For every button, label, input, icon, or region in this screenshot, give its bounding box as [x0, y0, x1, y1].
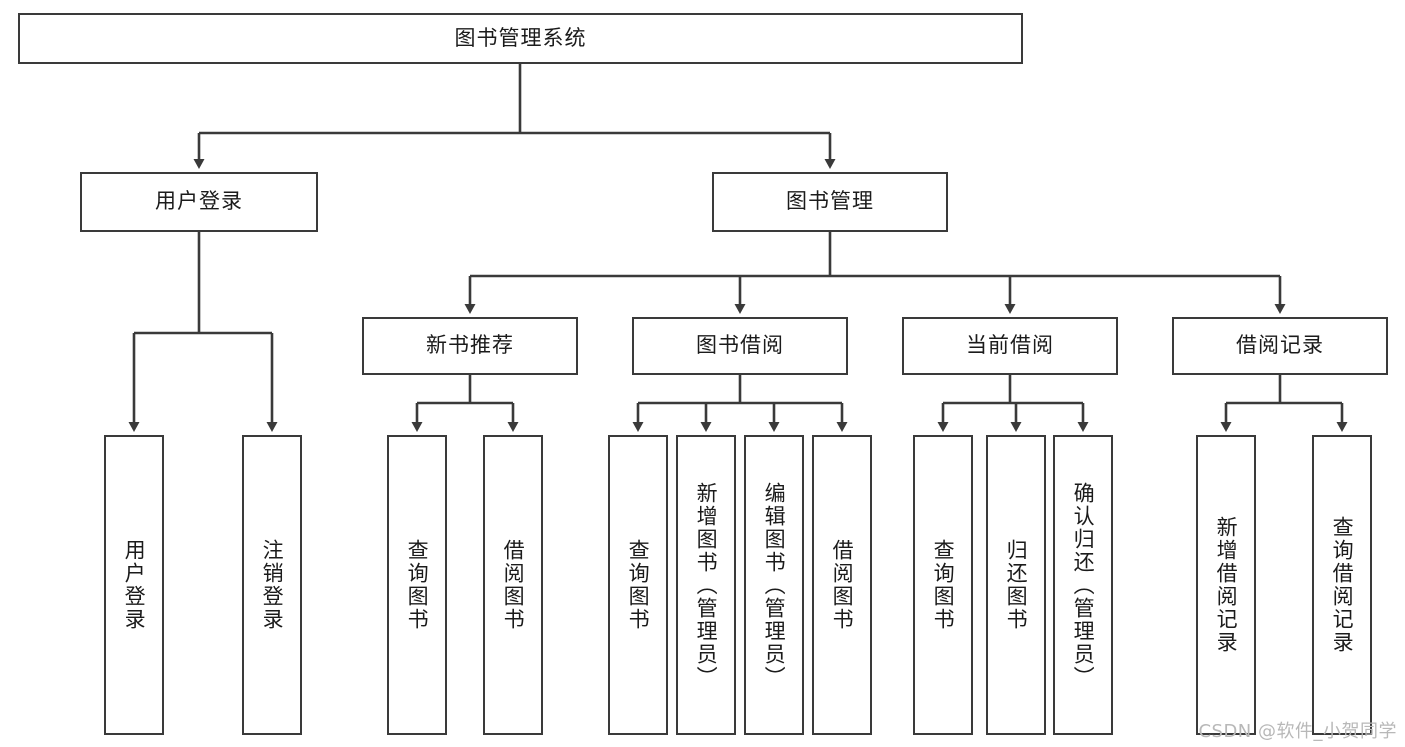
- leaf-return-book[interactable]: 归还图书: [986, 435, 1046, 735]
- connector-newbook-to-leaves: [411, 375, 519, 432]
- leaf-query-borrow-record[interactable]: 查询借阅记录: [1312, 435, 1372, 735]
- leaf-query-book-borrow[interactable]: 查询图书: [608, 435, 668, 735]
- node-book-management[interactable]: 图书管理: [712, 172, 948, 232]
- node-current-borrow[interactable]: 当前借阅: [902, 317, 1118, 375]
- connector-userlogin-to-leaves: [128, 232, 278, 432]
- watermark: CSDN @软件_小贺同学: [1198, 721, 1397, 742]
- node-new-book-recommend-label: 新书推荐: [426, 333, 514, 358]
- connector-root-to-level2: [193, 64, 836, 169]
- connector-records-to-leaves: [1220, 375, 1348, 432]
- node-root-label: 图书管理系统: [454, 25, 587, 50]
- leaf-query-book-current-label: 查询图书: [931, 539, 956, 631]
- leaf-user-login-label: 用户登录: [122, 539, 147, 631]
- leaf-query-book-newbook-label: 查询图书: [405, 539, 430, 631]
- leaf-edit-book-admin[interactable]: 编辑图书（管理员）: [744, 435, 804, 735]
- leaf-confirm-return-admin-label: 确认归还（管理员）: [1071, 481, 1096, 689]
- leaf-borrow-book-newbook-label: 借阅图书: [501, 539, 526, 631]
- leaf-user-login[interactable]: 用户登录: [104, 435, 164, 735]
- node-user-login-label: 用户登录: [155, 189, 243, 214]
- node-root[interactable]: 图书管理系统: [18, 13, 1023, 64]
- leaf-confirm-return-admin[interactable]: 确认归还（管理员）: [1053, 435, 1113, 735]
- leaf-query-book-newbook[interactable]: 查询图书: [387, 435, 447, 735]
- leaf-logout-label: 注销登录: [260, 539, 285, 631]
- leaf-query-book-borrow-label: 查询图书: [626, 539, 651, 631]
- node-book-borrow-label: 图书借阅: [696, 333, 784, 358]
- leaf-add-borrow-record-label: 新增借阅记录: [1214, 516, 1239, 654]
- leaf-edit-book-admin-label: 编辑图书（管理员）: [762, 481, 787, 689]
- connector-current-to-leaves: [937, 375, 1089, 432]
- node-book-management-label: 图书管理: [786, 189, 874, 214]
- leaf-add-book-admin-label: 新增图书（管理员）: [694, 481, 719, 689]
- node-borrow-records[interactable]: 借阅记录: [1172, 317, 1388, 375]
- node-new-book-recommend[interactable]: 新书推荐: [362, 317, 578, 375]
- leaf-add-borrow-record[interactable]: 新增借阅记录: [1196, 435, 1256, 735]
- leaf-query-borrow-record-label: 查询借阅记录: [1330, 516, 1355, 654]
- leaf-return-book-label: 归还图书: [1004, 539, 1029, 631]
- node-user-login[interactable]: 用户登录: [80, 172, 318, 232]
- node-book-borrow[interactable]: 图书借阅: [632, 317, 848, 375]
- leaf-query-book-current[interactable]: 查询图书: [913, 435, 973, 735]
- node-current-borrow-label: 当前借阅: [966, 333, 1054, 358]
- connector-bookmgmt-to-level3: [464, 232, 1286, 314]
- leaf-borrow-book-newbook[interactable]: 借阅图书: [483, 435, 543, 735]
- leaf-logout[interactable]: 注销登录: [242, 435, 302, 735]
- node-borrow-records-label: 借阅记录: [1236, 333, 1324, 358]
- connector-borrow-to-leaves: [632, 375, 848, 432]
- leaf-borrow-book[interactable]: 借阅图书: [812, 435, 872, 735]
- leaf-add-book-admin[interactable]: 新增图书（管理员）: [676, 435, 736, 735]
- leaf-borrow-book-label: 借阅图书: [830, 539, 855, 631]
